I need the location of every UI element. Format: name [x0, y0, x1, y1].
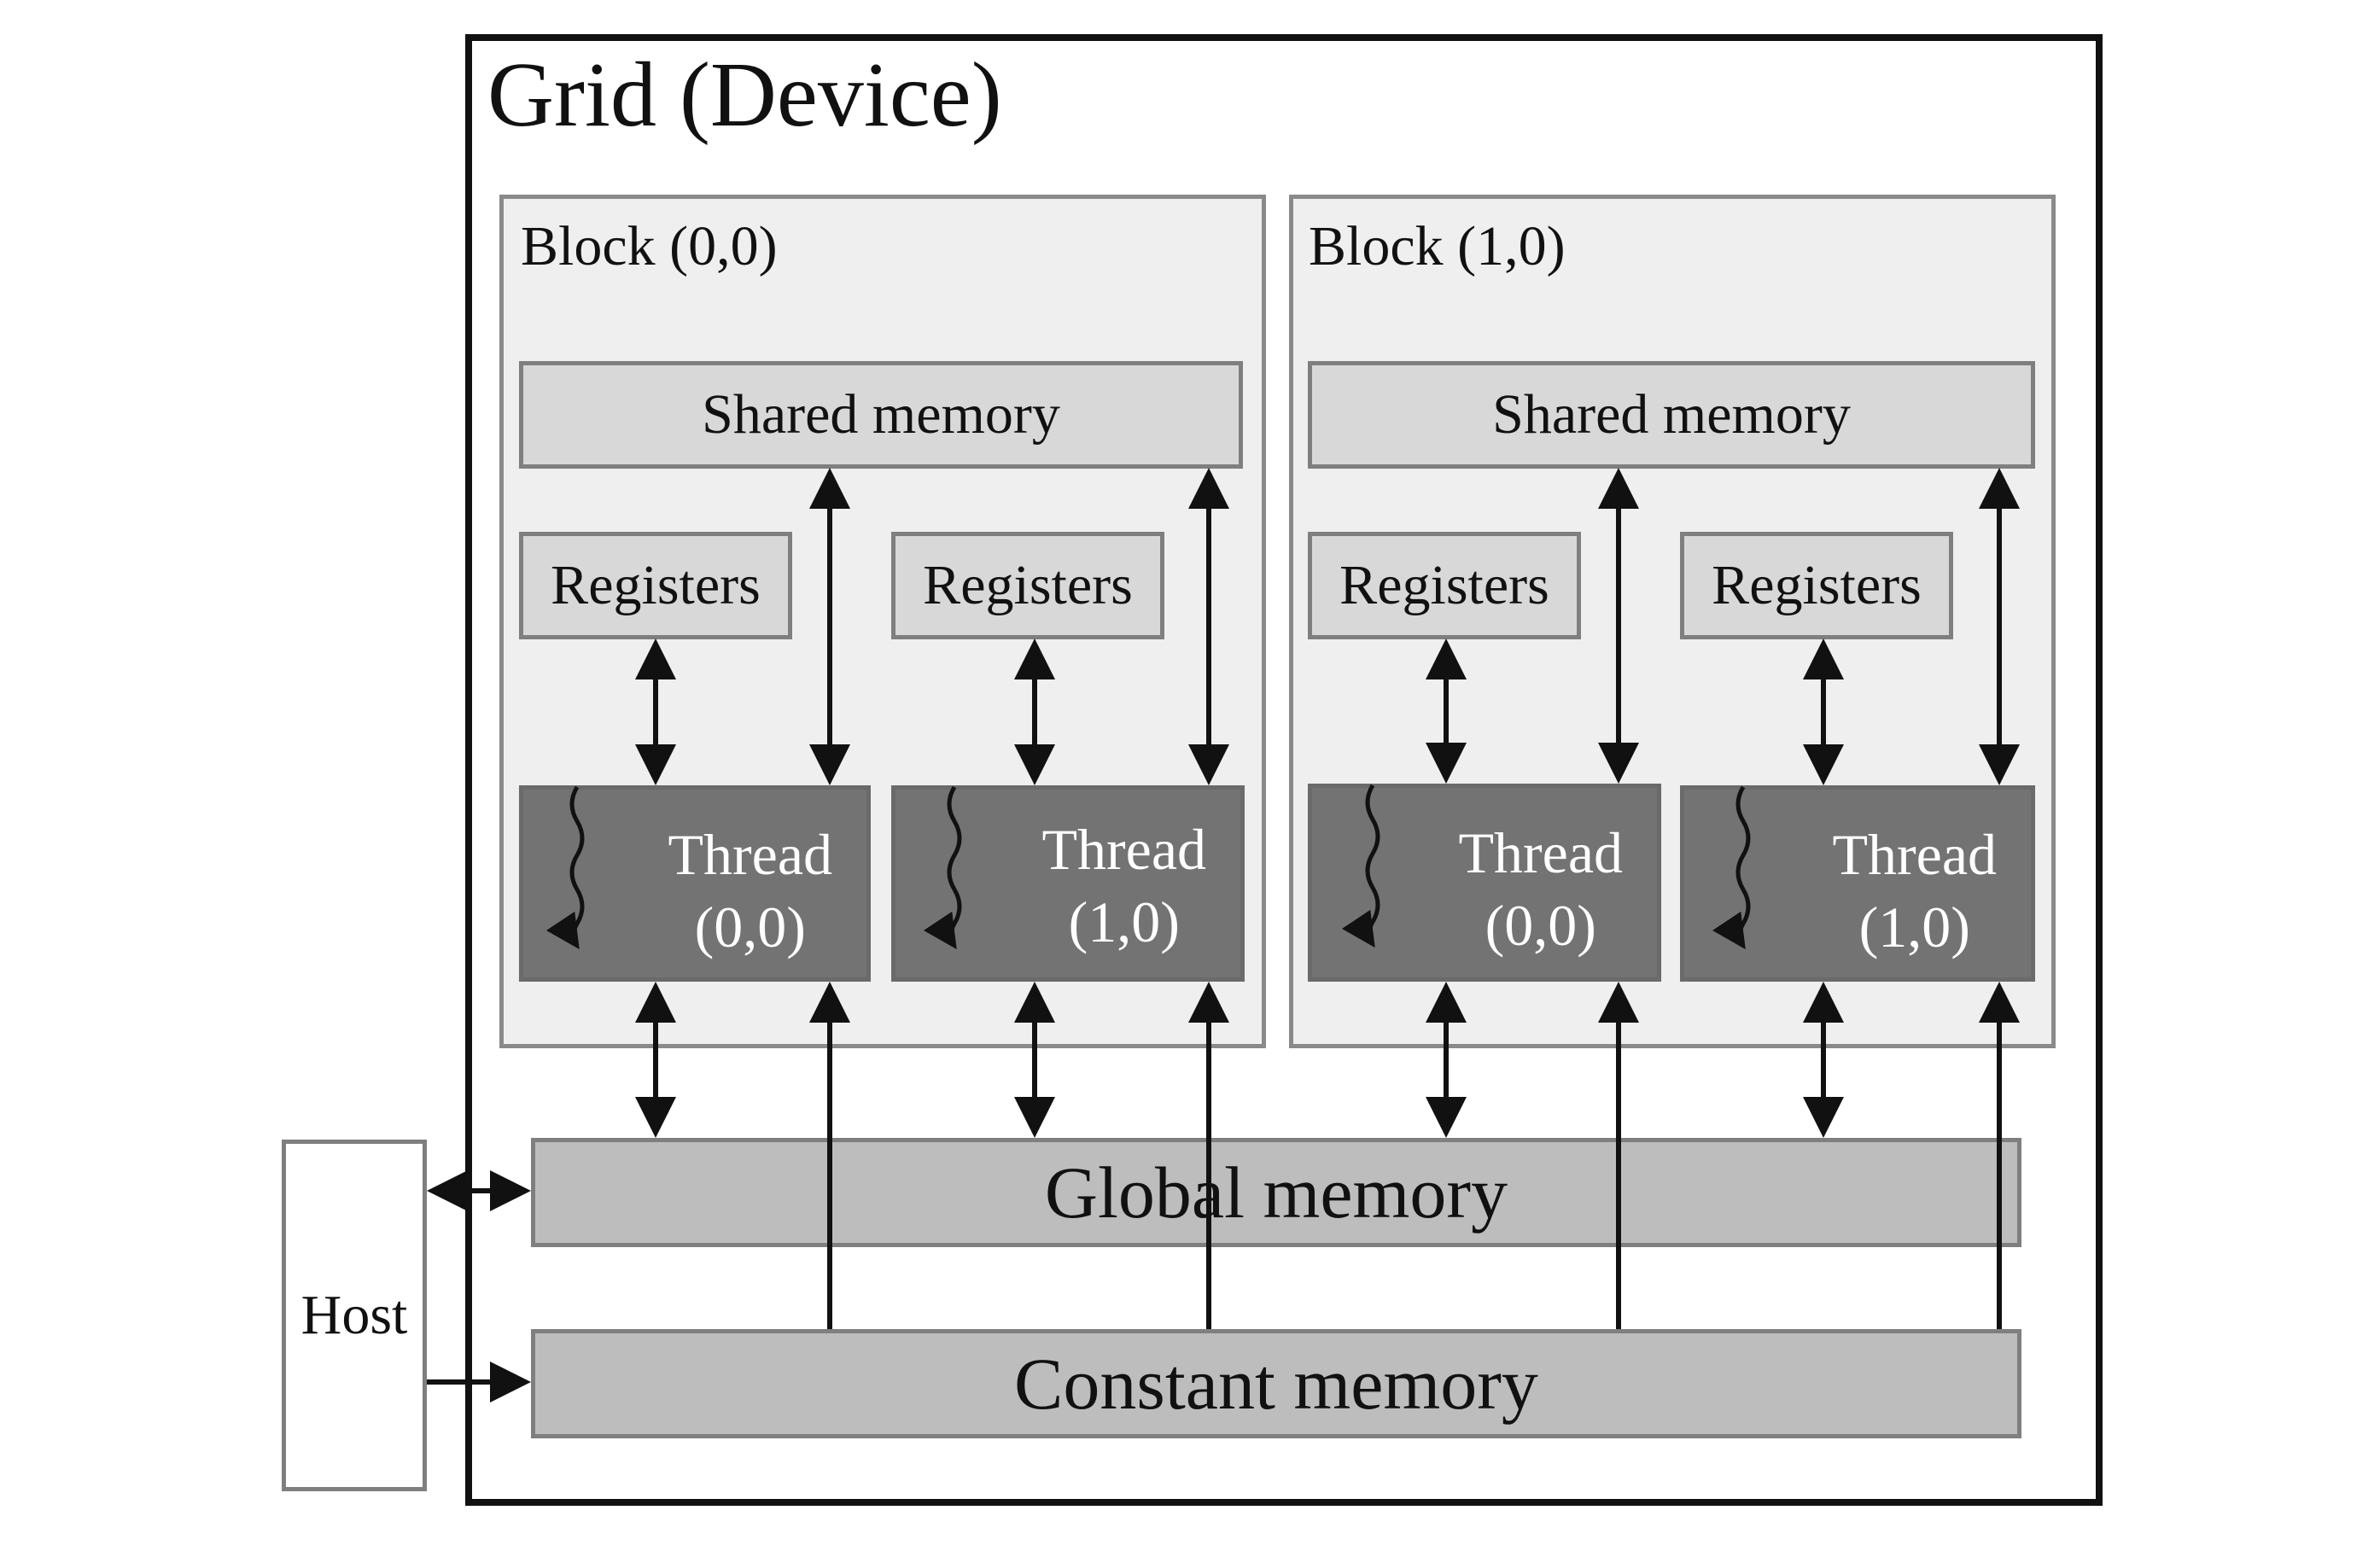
grid-title: Grid (Device)	[487, 44, 1002, 146]
block-1-0-thread-1-registers: Registers	[1680, 532, 1953, 639]
global-memory: Global memory	[531, 1138, 2021, 1247]
thread-wavy-arrow-icon	[1712, 785, 1751, 950]
block-1-0-thread-0-0: Thread (0,0)	[1308, 784, 1661, 982]
thread-index: (0,0)	[1485, 893, 1596, 958]
block-0-0-shared-memory: Shared memory	[519, 361, 1243, 469]
block-0-0-title: Block (0,0)	[521, 215, 778, 277]
thread-label: Thread	[1832, 822, 1997, 887]
constant-memory: Constant memory	[531, 1329, 2021, 1438]
host: Host	[282, 1140, 427, 1491]
thread-label: Thread	[668, 822, 832, 887]
block-1-0-shared-memory: Shared memory	[1308, 361, 2035, 469]
thread-label: Thread	[1041, 817, 1206, 882]
block-0-0-thread-0-registers: Registers	[519, 532, 792, 639]
block-1-0-title: Block (1,0)	[1309, 215, 1566, 277]
thread-index: (1,0)	[1858, 895, 1970, 959]
thread-wavy-arrow-icon	[923, 785, 962, 950]
thread-index: (0,0)	[694, 895, 806, 959]
block-0-0-thread-1-registers: Registers	[891, 532, 1164, 639]
thread-wavy-arrow-icon	[545, 785, 585, 950]
thread-index: (1,0)	[1068, 889, 1180, 954]
block-1-0-thread-0-registers: Registers	[1308, 532, 1581, 639]
thread-label: Thread	[1458, 820, 1623, 885]
thread-wavy-arrow-icon	[1341, 784, 1380, 948]
